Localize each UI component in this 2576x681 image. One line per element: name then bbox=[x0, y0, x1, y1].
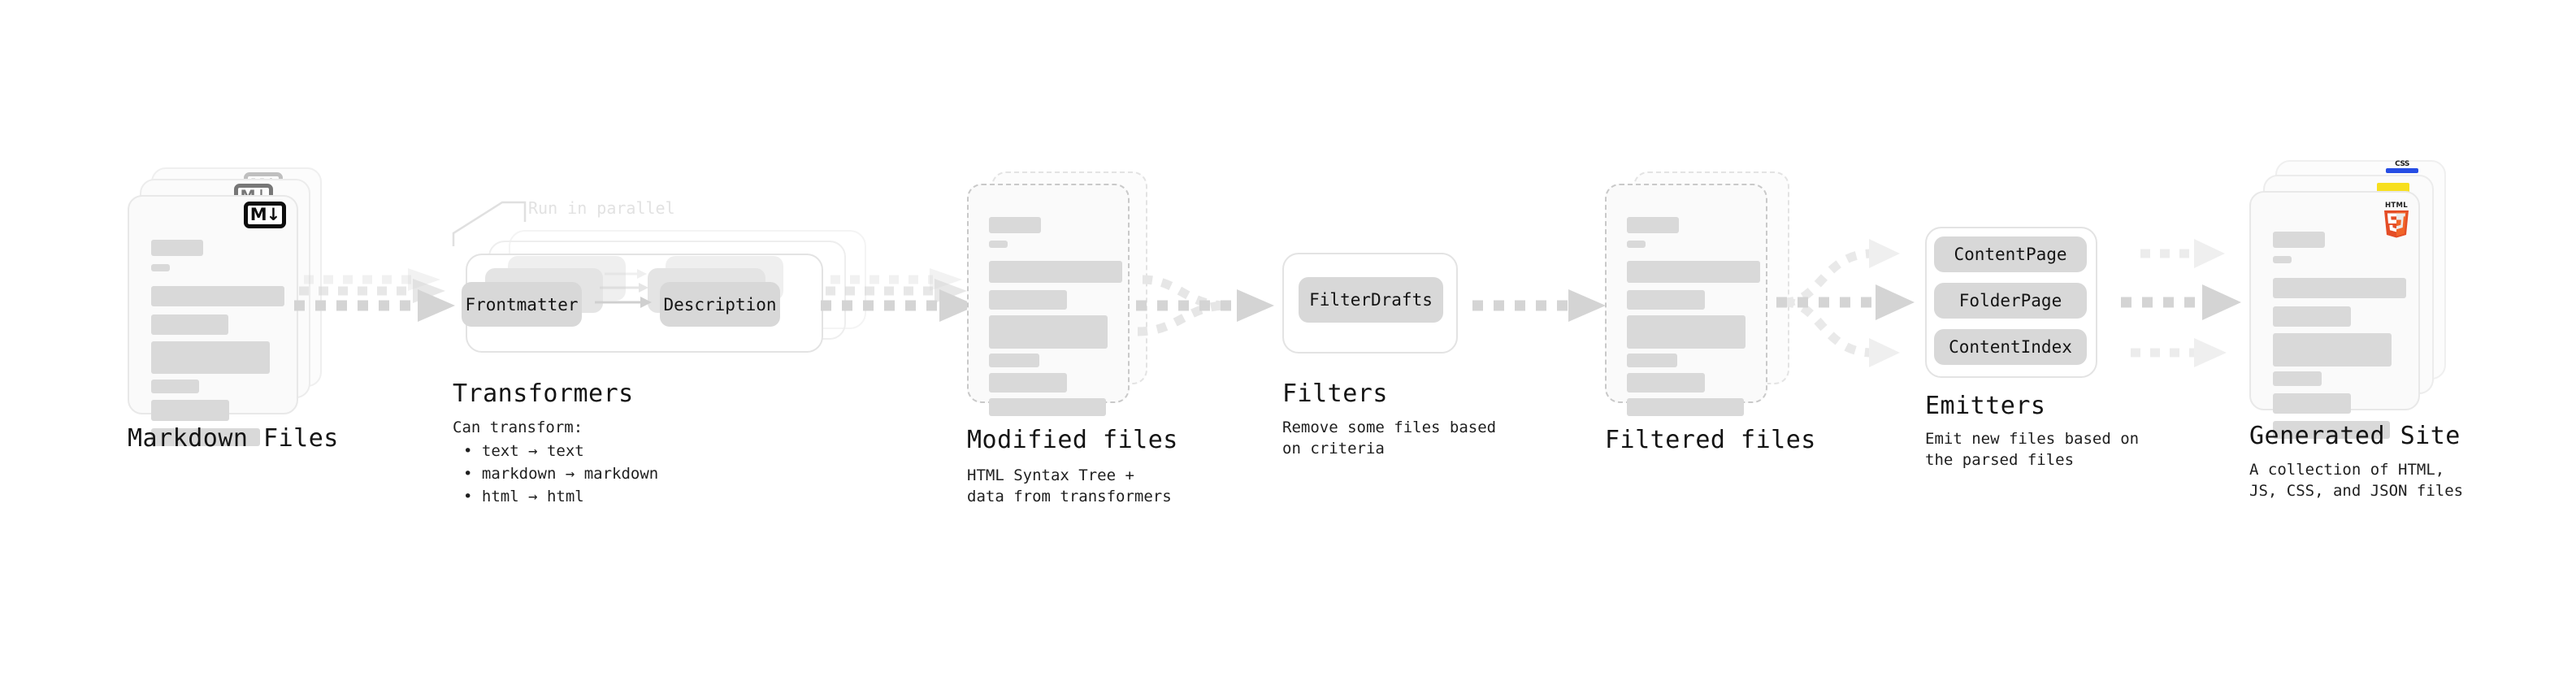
arrow-modified-to-filters bbox=[1136, 275, 1274, 336]
transformer-node-description[interactable]: Description bbox=[660, 282, 780, 327]
skeleton-bar bbox=[1627, 290, 1705, 310]
skeleton-bar bbox=[2273, 256, 2292, 263]
skeleton-bar bbox=[151, 380, 199, 393]
stage-caption-filters: Remove some files based on criteria bbox=[1282, 419, 1497, 458]
modified-file-card bbox=[967, 184, 1130, 416]
css-badge-label: CSS bbox=[2395, 160, 2409, 168]
svg-text:HTML: HTML bbox=[2385, 202, 2408, 210]
stage-title-modified-files: Modified files bbox=[967, 426, 1178, 454]
skeleton-bar bbox=[989, 354, 1039, 367]
skeleton-bar bbox=[151, 264, 170, 271]
skeleton-bar bbox=[2273, 393, 2351, 414]
skeleton-bar bbox=[989, 261, 1122, 283]
markdown-badge: M↓ bbox=[244, 202, 286, 228]
stage-caption-emitters: Emit new files based on the parsed files bbox=[1925, 430, 2140, 469]
stage-title-emitters: Emitters bbox=[1925, 392, 2046, 420]
run-in-parallel-label: Run in parallel bbox=[528, 198, 675, 218]
transform-bullet-3: • html → html bbox=[463, 488, 584, 505]
transformer-node-frontmatter[interactable]: Frontmatter bbox=[462, 282, 582, 327]
stage-caption-transformers: Can transform: bbox=[453, 419, 583, 436]
emitter-node-folderpage[interactable]: FolderPage bbox=[1934, 283, 2087, 319]
skeleton-bar bbox=[2273, 278, 2406, 298]
css-badge: CSS bbox=[2386, 160, 2418, 173]
skeleton-bar bbox=[2273, 306, 2351, 327]
skeleton-bar bbox=[1627, 354, 1677, 367]
skeleton-bar bbox=[1627, 261, 1760, 283]
skeleton-bar bbox=[1627, 217, 1679, 233]
skeleton-bar bbox=[1627, 373, 1705, 393]
skeleton-bar bbox=[151, 240, 203, 256]
arrow-markdown-to-transformers bbox=[294, 268, 455, 322]
skeleton-bar bbox=[989, 217, 1041, 233]
skeleton-bar bbox=[151, 341, 270, 374]
filtered-file-card bbox=[1605, 184, 1767, 416]
skeleton-bar bbox=[1627, 398, 1744, 416]
skeleton-bar bbox=[2273, 232, 2325, 248]
stage-title-filtered-files: Filtered files bbox=[1605, 426, 1816, 454]
stage-title-markdown-files: Markdown Files bbox=[128, 424, 339, 453]
skeleton-bar bbox=[151, 314, 228, 335]
html5-icon: HTML bbox=[2384, 202, 2409, 238]
stage-title-filters: Filters bbox=[1282, 380, 1388, 408]
emitter-node-contentindex[interactable]: ContentIndex bbox=[1934, 329, 2087, 365]
skeleton-bar bbox=[989, 398, 1106, 416]
arrow-emitters-to-site bbox=[2121, 239, 2241, 367]
skeleton-bar bbox=[2273, 421, 2390, 439]
transform-bullet-1: • text → text bbox=[463, 442, 584, 460]
skeleton-bar bbox=[989, 315, 1108, 349]
stage-caption-modified-files: HTML Syntax Tree + data from transformer… bbox=[967, 466, 1172, 505]
skeleton-bar bbox=[1627, 315, 1746, 349]
stage-title-generated-site: Generated Site bbox=[2249, 422, 2461, 450]
skeleton-bar bbox=[2273, 333, 2392, 367]
skeleton-bar bbox=[989, 290, 1067, 310]
skeleton-bar bbox=[151, 428, 260, 446]
emitter-node-contentpage[interactable]: ContentPage bbox=[1934, 236, 2087, 272]
arrow-filters-to-filtered bbox=[1472, 289, 1606, 322]
site-file-card bbox=[2249, 191, 2420, 439]
markdown-file-card bbox=[128, 195, 298, 446]
skeleton-bar bbox=[151, 286, 284, 306]
transform-bullet-2: • markdown → markdown bbox=[463, 465, 659, 483]
filter-node-filterdrafts[interactable]: FilterDrafts bbox=[1299, 277, 1443, 323]
skeleton-bar bbox=[2273, 371, 2322, 386]
skeleton-bar bbox=[1627, 241, 1646, 248]
stage-title-transformers: Transformers bbox=[453, 380, 634, 408]
skeleton-bar bbox=[151, 400, 229, 421]
skeleton-bar bbox=[989, 241, 1008, 248]
arrow-filtered-to-emitters bbox=[1776, 239, 1915, 367]
stage-caption-generated-site: A collection of HTML, JS, CSS, and JSON … bbox=[2249, 461, 2464, 500]
skeleton-bar bbox=[989, 373, 1067, 393]
